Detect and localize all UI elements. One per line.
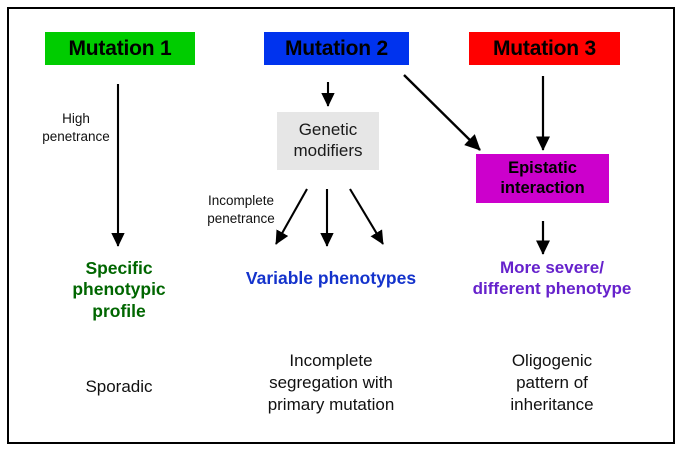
diagram-frame — [7, 7, 675, 444]
node-mutation-2-label: Mutation 2 — [285, 36, 388, 60]
outcome-more-severe-different-phenotype: More severe/different phenotype — [472, 258, 632, 298]
note-sporadic: Sporadic — [85, 377, 153, 396]
node-mutation-1-label: Mutation 1 — [68, 36, 172, 60]
node-mutation-3-label: Mutation 3 — [493, 36, 596, 60]
node-mutation-1: Mutation 1 — [45, 32, 195, 65]
outcome-variable-phenotypes: Variable phenotypes — [245, 268, 417, 288]
node-mutation-3: Mutation 3 — [469, 32, 620, 65]
node-mutation-2: Mutation 2 — [264, 32, 409, 65]
